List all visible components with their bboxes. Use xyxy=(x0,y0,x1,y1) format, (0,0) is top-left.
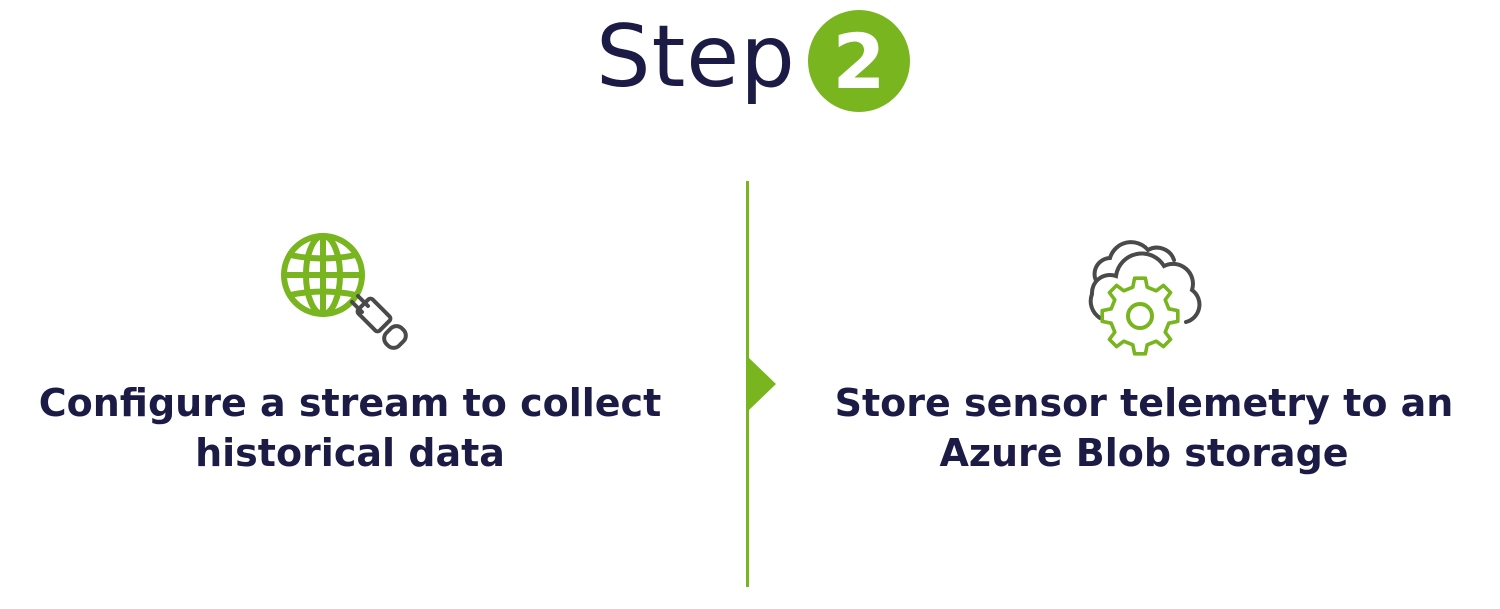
center-divider xyxy=(746,181,749,587)
step-number-badge: 2 xyxy=(808,10,910,112)
caption-line: Store sensor telemetry to an xyxy=(834,381,1454,425)
step-header: Step 2 xyxy=(0,0,1500,130)
caption-line: historical data xyxy=(195,431,505,475)
flow-arrow xyxy=(749,358,776,410)
globe-with-plug-icon xyxy=(280,232,420,366)
caption-line: Configure a stream to collect xyxy=(38,381,662,425)
cloud-with-gear-icon xyxy=(1080,236,1206,362)
step-item-store-telemetry: Store sensor telemetry to an Azure Blob … xyxy=(824,378,1464,478)
step-number: 2 xyxy=(832,17,886,106)
step-item-configure-stream: Configure a stream to collect historical… xyxy=(30,378,670,478)
step-title: Step xyxy=(596,7,796,107)
caption-line: Azure Blob storage xyxy=(939,431,1349,475)
